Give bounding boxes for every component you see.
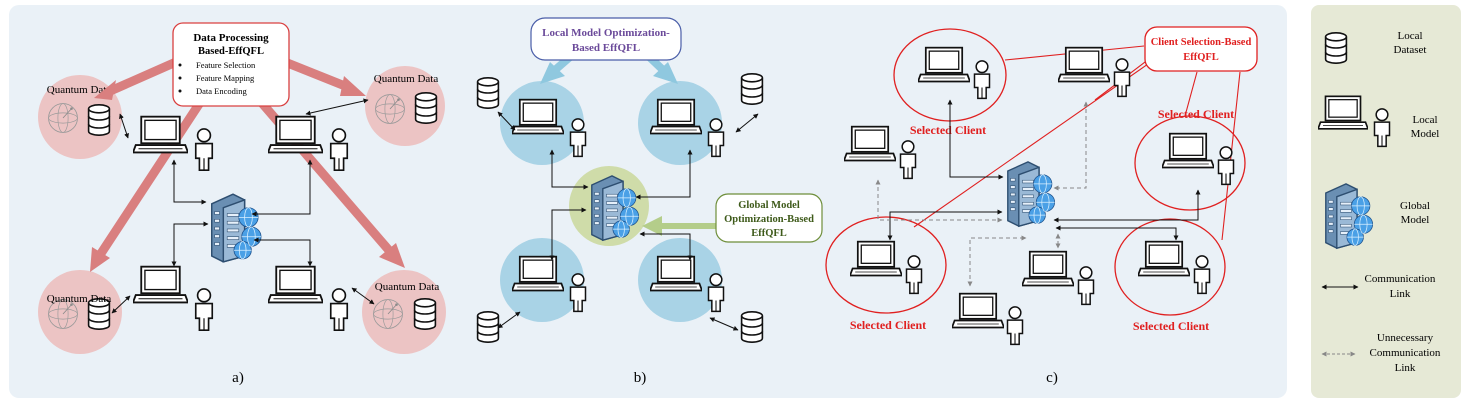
legend-global-model-line2: Model bbox=[1401, 214, 1430, 226]
laptop-icon bbox=[1318, 95, 1368, 130]
legend: Local Dataset Local Model Global Model C… bbox=[1318, 30, 1441, 374]
local-optimization-box: Local Model Optimization- Based EffQFL bbox=[530, 17, 682, 61]
bullet-feature-mapping: Feature Mapping bbox=[196, 73, 255, 83]
legend-unnecessary-line2: Communication bbox=[1370, 347, 1441, 359]
data-processing-box: Data Processing Based-EffQFL Feature Sel… bbox=[172, 22, 290, 107]
local-optimization-title: Local Model Optimization- bbox=[542, 27, 670, 39]
database-icon bbox=[1324, 31, 1348, 65]
selected-client-label: Selected Client bbox=[1158, 107, 1234, 121]
quantum-data-node: Quantum Data bbox=[38, 270, 122, 354]
panel-b: Local Model Optimization- Based EffQFL G… bbox=[476, 17, 823, 386]
laptop-icon bbox=[850, 240, 902, 277]
quantum-data-node: Quantum Data bbox=[362, 270, 446, 354]
laptop-icon bbox=[650, 98, 702, 135]
legend-local-dataset-line2: Dataset bbox=[1394, 44, 1427, 56]
quantum-data-label: Quantum Data bbox=[47, 84, 112, 96]
laptop-icon bbox=[268, 265, 323, 304]
client-selection-box: Client Selection-Based EffQFL bbox=[1144, 26, 1258, 72]
panel-c: Client Selection-Based EffQFL Selected C… bbox=[825, 26, 1258, 386]
communication-links bbox=[111, 98, 375, 314]
legend-global-model-line1: Global bbox=[1400, 200, 1430, 212]
global-optimization-line2: Optimization-Based bbox=[724, 214, 814, 225]
laptop-icon bbox=[268, 115, 323, 154]
quantum-data-label: Quantum Data bbox=[375, 281, 440, 293]
unnecessary-links bbox=[875, 101, 1089, 287]
global-optimization-box: Global Model Optimization-Based EffQFL bbox=[715, 193, 823, 243]
local-optimization-subtitle: Based EffQFL bbox=[572, 42, 640, 54]
communication-links bbox=[497, 111, 759, 331]
panel-b-caption: b) bbox=[634, 370, 647, 386]
database-icon bbox=[476, 310, 500, 344]
bullet-data-encoding: Data Encoding bbox=[196, 86, 247, 96]
quantum-data-node: Quantum Data bbox=[365, 66, 445, 146]
quantum-data-label: Quantum Data bbox=[47, 293, 112, 305]
global-optimization-arrow bbox=[642, 216, 718, 236]
laptop-icon bbox=[1022, 250, 1074, 287]
data-processing-title: Data Processing bbox=[193, 32, 269, 44]
legend-unnecessary-line3: Link bbox=[1395, 362, 1416, 374]
laptop-icon bbox=[918, 46, 970, 83]
selected-client-label: Selected Client bbox=[850, 318, 926, 332]
laptop-icon bbox=[844, 125, 896, 162]
bullet-feature-selection: Feature Selection bbox=[196, 60, 256, 70]
legend-comm-link-line2: Link bbox=[1390, 288, 1411, 300]
database-icon bbox=[740, 72, 764, 106]
client-selection-subtitle: EffQFL bbox=[1183, 52, 1219, 63]
laptop-icon bbox=[952, 292, 1004, 329]
panel-a: Quantum Data Quantum Data Quantum Data Q… bbox=[38, 22, 446, 386]
laptop-icon bbox=[1162, 132, 1214, 169]
laptop-icon bbox=[133, 115, 188, 154]
legend-local-model-line2: Model bbox=[1411, 128, 1440, 140]
panel-a-caption: a) bbox=[232, 370, 244, 386]
laptop-icon bbox=[1058, 46, 1110, 83]
legend-local-dataset-line1: Local bbox=[1397, 30, 1422, 42]
quantum-data-label: Quantum Data bbox=[374, 73, 439, 85]
global-optimization-line1: Global Model bbox=[738, 200, 800, 211]
legend-unnecessary-line1: Unnecessary bbox=[1377, 332, 1434, 344]
client-selection-title: Client Selection-Based bbox=[1151, 37, 1252, 48]
laptop-icon bbox=[650, 255, 702, 292]
laptop-icon bbox=[133, 265, 188, 304]
panel-c-caption: c) bbox=[1046, 370, 1058, 386]
laptop-icon bbox=[512, 255, 564, 292]
selected-client-label: Selected Client bbox=[1133, 319, 1209, 333]
global-optimization-line3: EffQFL bbox=[751, 228, 787, 239]
laptop-icon bbox=[1138, 240, 1190, 277]
database-icon bbox=[476, 76, 500, 110]
legend-comm-link-line1: Communication bbox=[1365, 273, 1436, 285]
legend-local-model-line1: Local bbox=[1412, 114, 1437, 126]
data-processing-subtitle: Based-EffQFL bbox=[198, 46, 264, 57]
database-icon bbox=[740, 310, 764, 344]
laptop-icon bbox=[512, 98, 564, 135]
selected-client-label: Selected Client bbox=[910, 123, 986, 137]
